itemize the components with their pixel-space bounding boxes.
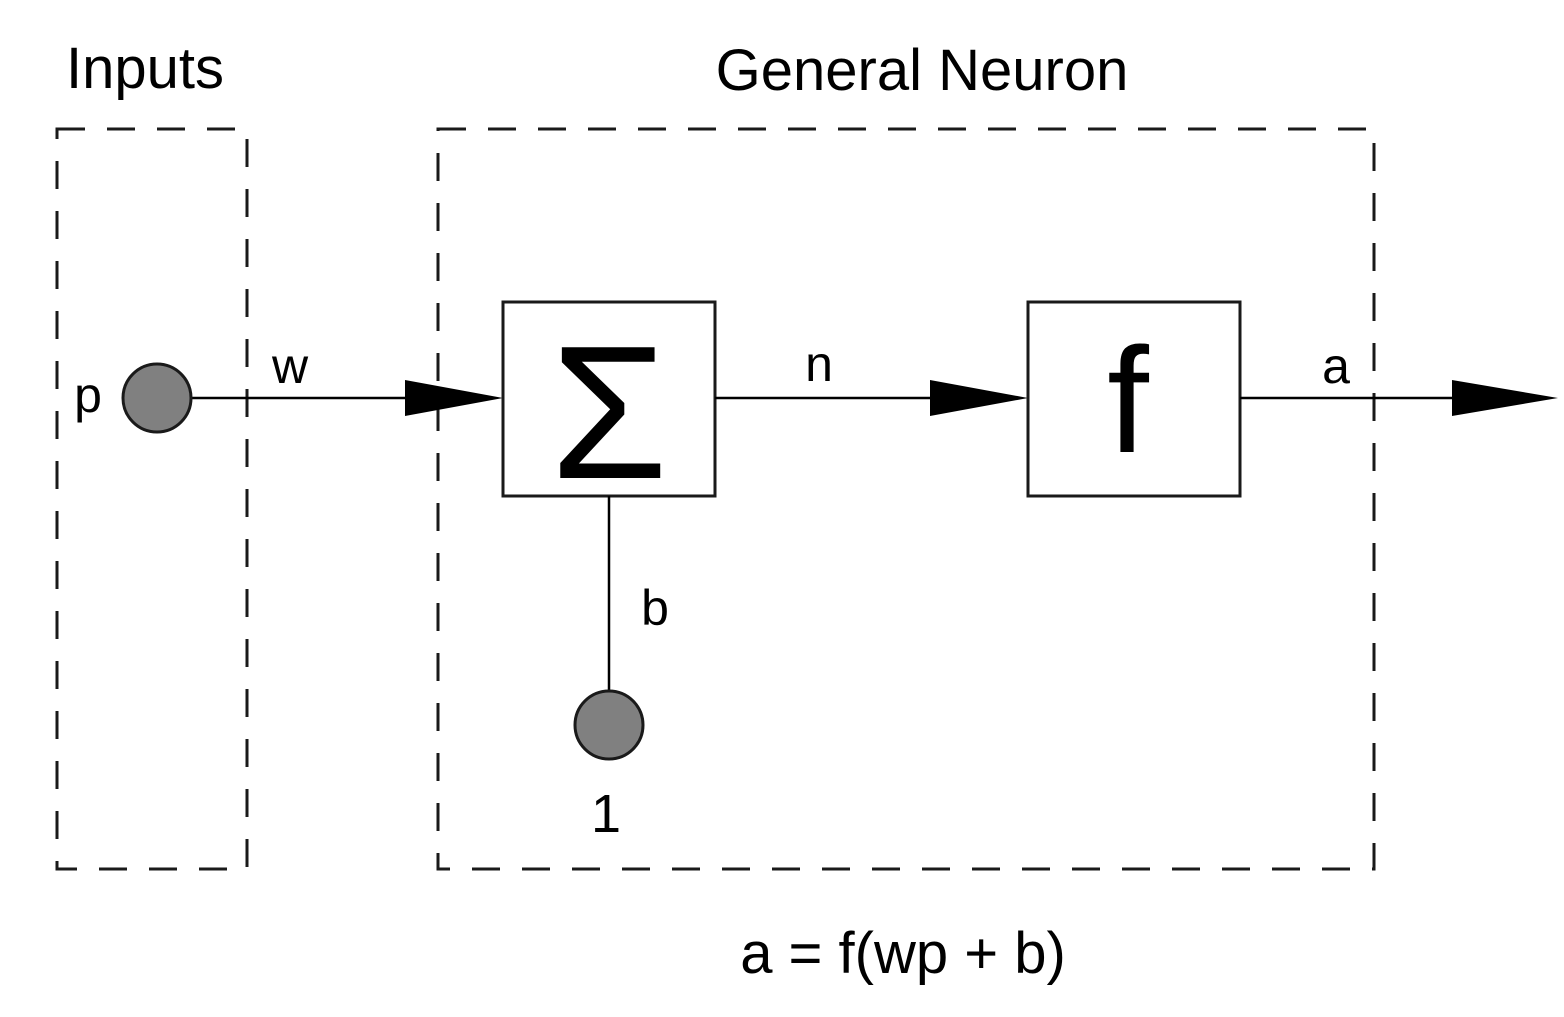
inputs-title: Inputs xyxy=(66,36,224,101)
net-input-arrowhead xyxy=(930,380,1028,416)
bias-input-label: 1 xyxy=(591,784,621,844)
neuron-group-box xyxy=(436,127,1376,871)
weight-label: w xyxy=(271,338,309,394)
weight-connection-arrowhead xyxy=(405,380,503,416)
transfer-function-symbol: f xyxy=(1107,316,1149,484)
inputs-group-box xyxy=(55,127,249,871)
summation-symbol: Σ xyxy=(550,307,667,519)
output-arrowhead xyxy=(1452,380,1558,416)
output-label: a xyxy=(1322,338,1350,394)
net-input-label: n xyxy=(805,336,833,392)
bias-label: b xyxy=(641,580,669,636)
transfer-function-block xyxy=(1026,300,1242,498)
general-neuron-title: General Neuron xyxy=(716,38,1129,103)
input-label: p xyxy=(74,367,102,423)
neuron-equation: a = f(wp + b) xyxy=(740,921,1066,986)
bias-input-node xyxy=(573,689,645,761)
input-node xyxy=(121,362,193,434)
